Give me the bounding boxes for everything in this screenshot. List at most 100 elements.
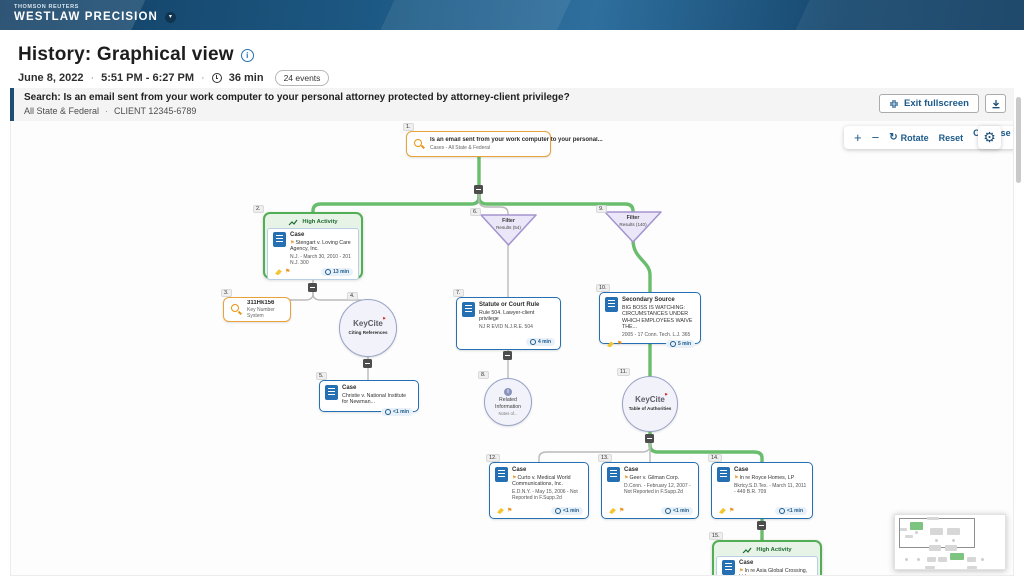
keycite-subtitle: Citing References (348, 330, 388, 336)
download-button[interactable] (985, 94, 1006, 113)
info-icon (504, 388, 512, 397)
scrollbar-thumb[interactable] (1016, 97, 1021, 183)
reset-button[interactable]: Reset (938, 132, 964, 143)
search-node-subtitle: Key Number System (247, 307, 275, 320)
collapse-junction[interactable] (363, 359, 372, 368)
node-related-information[interactable]: Related Information Notes of... (484, 378, 532, 426)
info-icon[interactable] (240, 48, 254, 62)
node-type: Case (739, 560, 754, 566)
search-node-subtitle: Cases - All State & Federal (430, 144, 491, 151)
node-label: 9. (596, 205, 607, 213)
collapse-junction[interactable] (308, 283, 317, 292)
node-case-christie[interactable]: Case Christie v. National Institute for … (319, 380, 419, 416)
node-filter-results[interactable]: Filter Results (140) (605, 215, 661, 227)
client-id: CLIENT 12345-6789 (114, 106, 197, 116)
node-case-geer[interactable]: Case Geer v. Gilman Corp. D.Conn. - Febr… (601, 462, 699, 519)
document-icon (607, 467, 620, 482)
high-activity-banner: High Activity (716, 544, 818, 556)
keycite-flag-icon (512, 475, 516, 481)
node-secondary-source[interactable]: Secondary Source BIG BOSS IS WATCHING: C… (599, 292, 701, 349)
collapse-junction[interactable] (474, 185, 483, 194)
high-activity-banner: High Activity (267, 216, 359, 228)
minimap-shape (947, 528, 960, 535)
search-icon (231, 304, 241, 315)
duration-badge: <1 min (551, 507, 583, 515)
session-meta: June 8, 2022 · 5:51 PM - 6:27 PM · 36 mi… (18, 70, 330, 86)
search-node-title: 311Hk156 (247, 299, 275, 306)
zoom-out-button[interactable]: − (871, 130, 880, 145)
separator: · (90, 72, 95, 84)
node-case-curto[interactable]: Case Curto v. Medical World Communicatio… (489, 462, 589, 519)
duration-badge: <1 min (661, 507, 693, 515)
document-icon (495, 467, 508, 482)
node-type: Case (342, 385, 357, 391)
node-keycite-citing-references[interactable]: KeyCite Citing References (339, 299, 397, 357)
brand-westlaw-precision[interactable]: WESTLAW PRECISION (14, 11, 158, 23)
minimap-shape (925, 566, 935, 569)
node-label: 7. (453, 289, 464, 297)
search-icon (414, 138, 424, 150)
node-case-royce-homes[interactable]: Case In re Royce Homes, LP Bkrtcy.S.D.Te… (711, 462, 813, 519)
minimap[interactable] (894, 514, 1006, 570)
document-icon (605, 297, 618, 312)
node-type: Case (290, 232, 305, 238)
node-filter-results[interactable]: Filter Results (54) (481, 218, 536, 230)
keycite-logo: KeyCite (635, 396, 665, 404)
node-filter-triangle[interactable] (604, 211, 662, 243)
zoom-in-button[interactable]: + (854, 130, 862, 145)
node-search-query[interactable]: Is an email sent from your work computer… (406, 131, 603, 157)
page-title: History: Graphical view (18, 44, 234, 65)
node-keycite-table-of-authorities[interactable]: KeyCite Table of Authorities (622, 376, 678, 432)
exit-fullscreen-button[interactable]: Exit fullscreen (879, 94, 979, 113)
minimap-shape (927, 517, 939, 520)
graph-canvas[interactable]: + − Rotate Reset Collapse all Is an emai… (10, 121, 1014, 576)
node-label: 15. (709, 532, 723, 540)
duration-badge: <1 min (775, 507, 807, 515)
node-type: Secondary Source (622, 297, 675, 303)
session-duration: 36 min (228, 72, 264, 84)
exit-fullscreen-label: Exit fullscreen (904, 98, 969, 109)
case-citation: E.D.N.Y. - May 15, 2006 - Not Reported i… (512, 489, 578, 502)
minimap-shape-active (950, 553, 964, 560)
node-label: 11. (617, 368, 631, 376)
case-name: Stengart v. Loving Care Agency, Inc. (290, 239, 351, 253)
node-label: 14. (708, 454, 722, 462)
exit-fullscreen-icon (890, 99, 899, 108)
node-label: 6. (470, 208, 481, 216)
statute-name: Rule 504. Lawyer-client privilege (479, 309, 535, 323)
node-filter-triangle[interactable] (480, 214, 537, 246)
minimap-shape (967, 557, 976, 562)
settings-button[interactable] (978, 126, 1001, 149)
node-case-asia-global-crossing[interactable]: High Activity Case In re Asia Global Cro… (712, 540, 822, 575)
document-icon (722, 560, 735, 575)
rotate-button[interactable]: Rotate (889, 132, 929, 143)
events-count-badge[interactable]: 24 events (274, 70, 330, 86)
separator: · (105, 106, 109, 116)
highlighter-icon (497, 508, 504, 514)
case-name: Geer v. Gilman Corp. (629, 474, 680, 481)
minimap-shape (938, 557, 947, 562)
collapse-junction[interactable] (503, 351, 512, 360)
search-query: Is an email sent from your work computer… (63, 92, 570, 103)
jurisdiction: All State & Federal (24, 106, 100, 116)
collapse-junction[interactable] (757, 521, 766, 530)
clock-icon (211, 73, 222, 83)
node-type: Statute or Court Rule (479, 302, 540, 308)
caret-down-icon[interactable] (164, 11, 176, 23)
collapse-junction[interactable] (645, 434, 654, 443)
node-statute-rule-504[interactable]: Statute or Court Rule Rule 504. Lawyer-c… (456, 297, 561, 350)
session-time-range: 5:51 PM - 6:27 PM (101, 72, 195, 84)
keycite-flag-icon (624, 475, 628, 481)
related-info-line: Related (499, 397, 517, 404)
document-icon (717, 467, 730, 482)
node-search-key-number[interactable]: 311Hk156 Key Number System (223, 297, 291, 322)
download-icon (992, 99, 999, 108)
trend-icon (742, 547, 752, 553)
case-citation: D.Conn. - February 12, 2007 - Not Report… (624, 482, 691, 495)
flag-icon (382, 317, 386, 321)
node-case-stengart[interactable]: High Activity Case Stengart v. Loving Ca… (263, 212, 363, 281)
highlighter-icon (607, 341, 614, 348)
flag-icon (507, 508, 512, 514)
keycite-flag-icon (734, 475, 738, 481)
